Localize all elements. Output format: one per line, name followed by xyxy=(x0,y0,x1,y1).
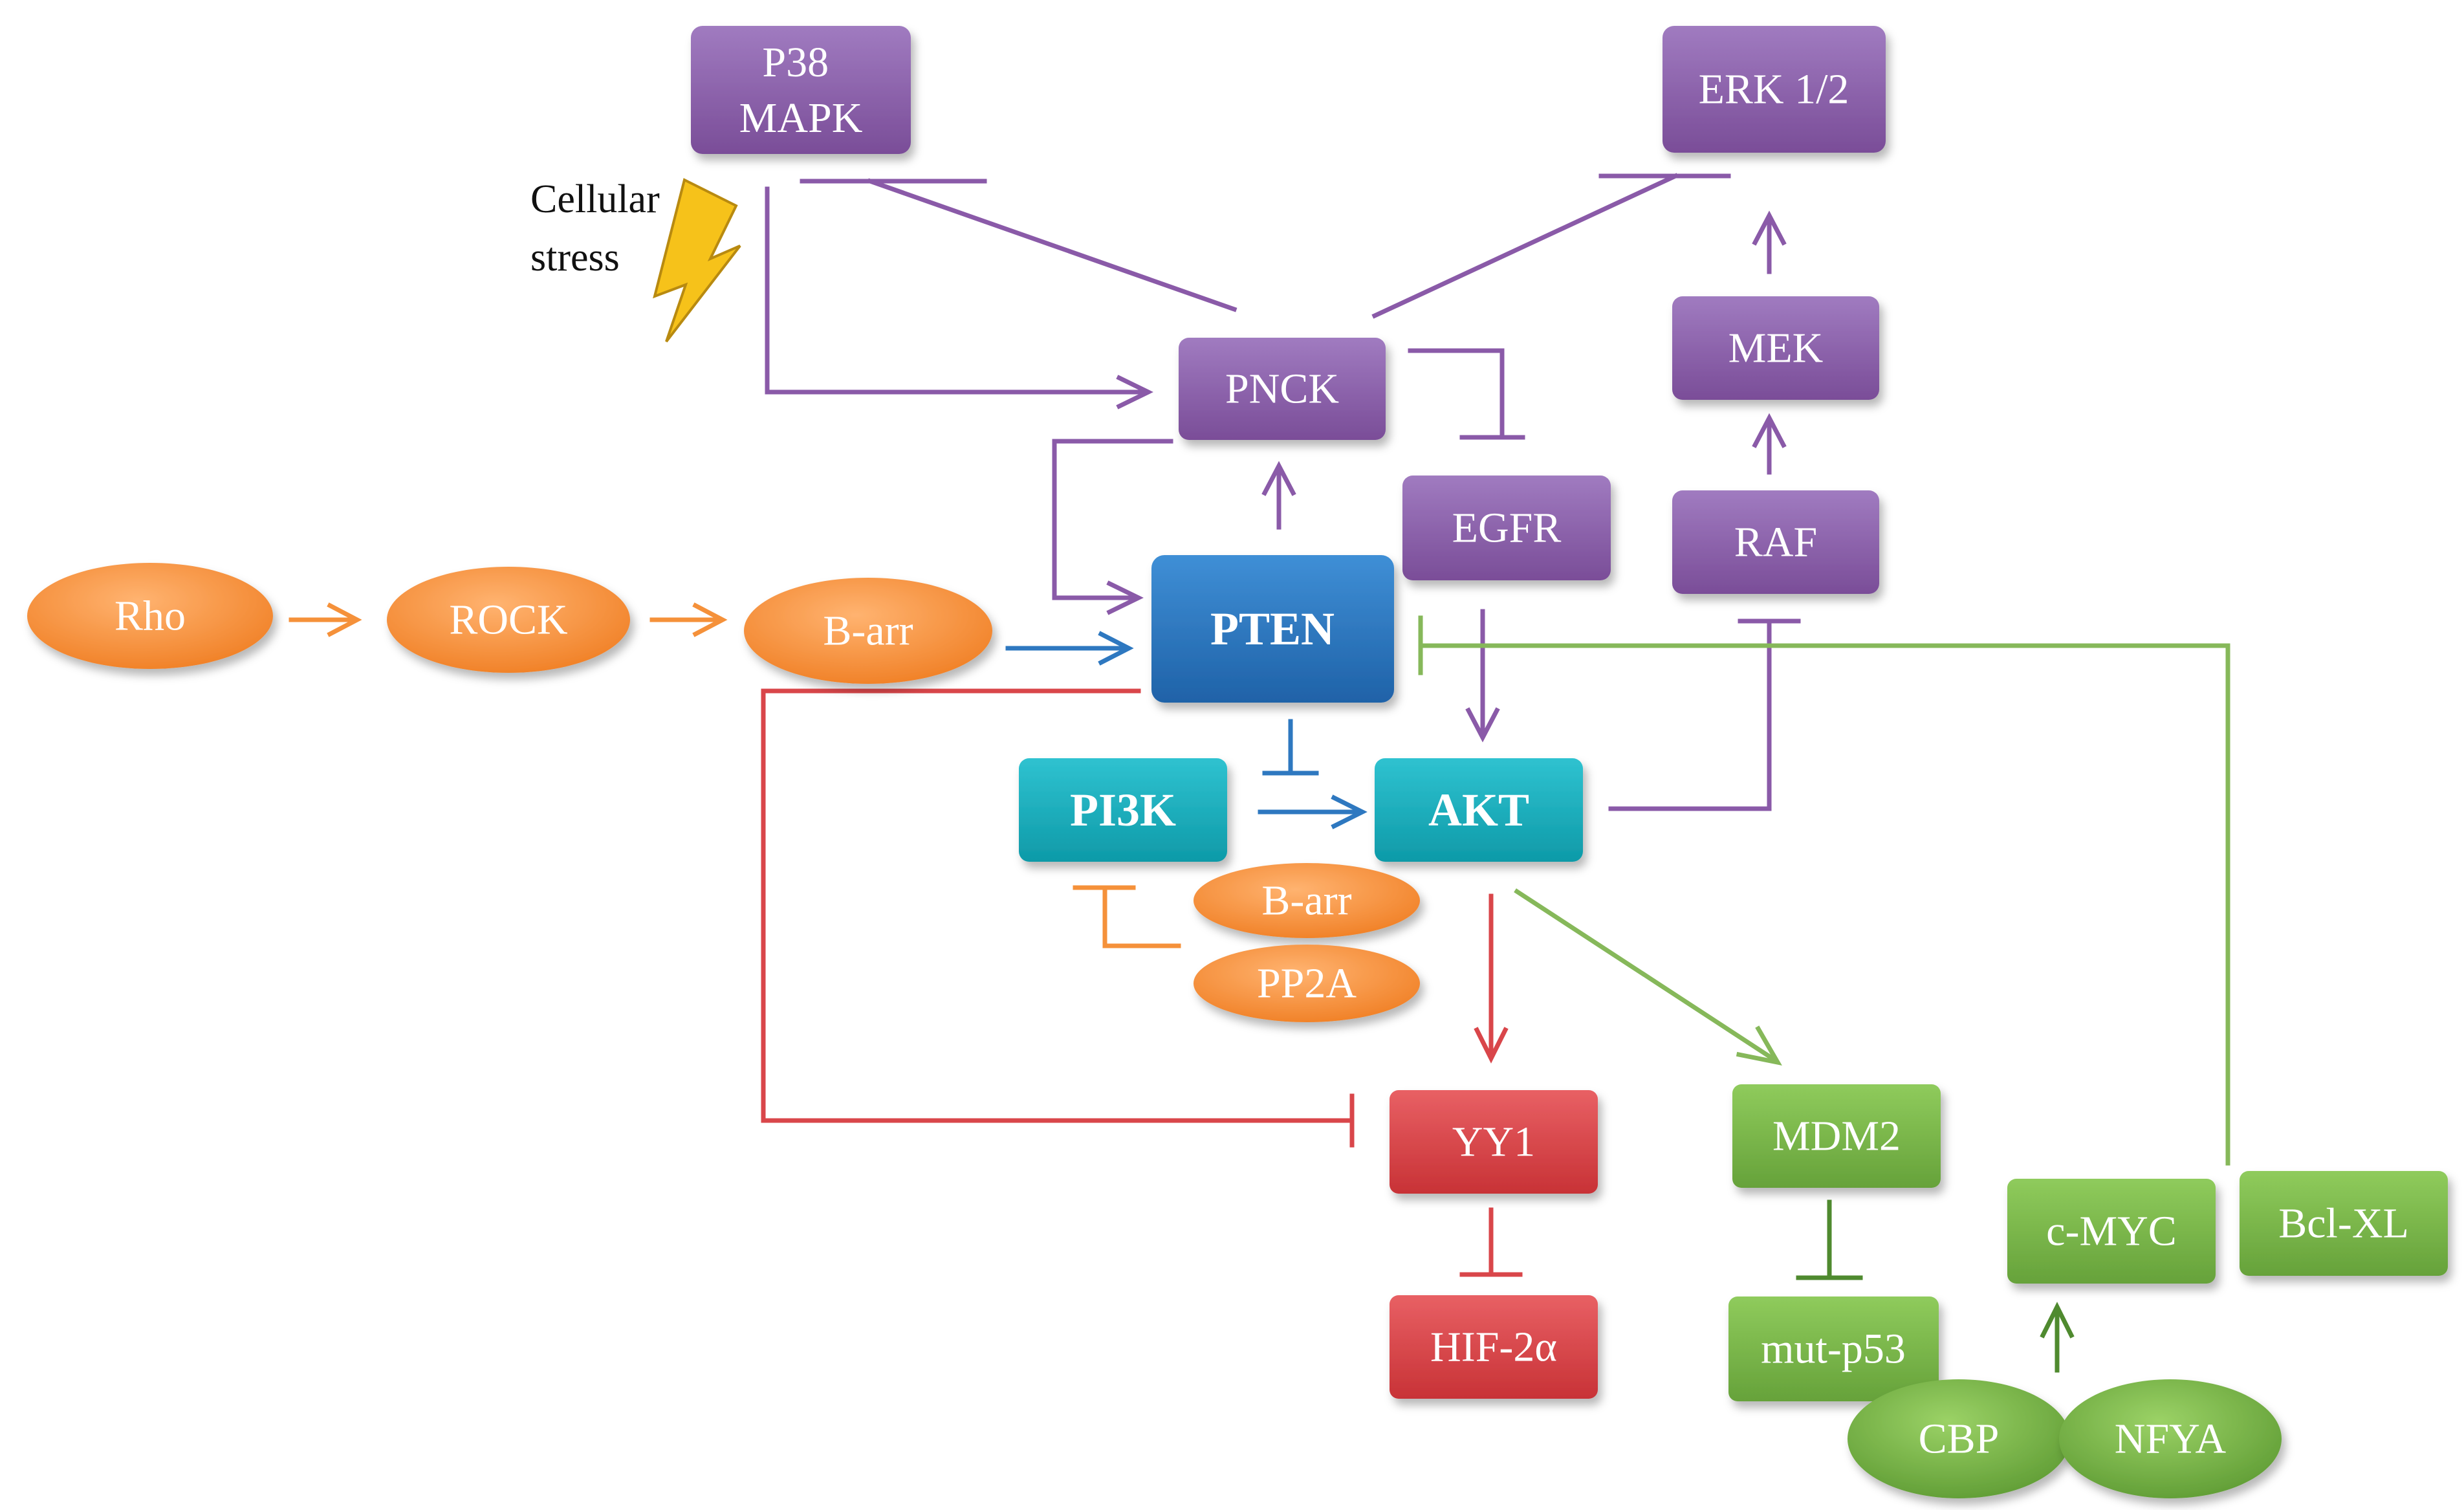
node-b-arr-small: B-arr xyxy=(1194,863,1420,938)
node-pp2a-label: PP2A xyxy=(1257,960,1357,1007)
node-rock-label: ROCK xyxy=(449,596,567,644)
p38-to-pnck-arrowhead xyxy=(1116,375,1153,410)
node-p38-line-2: MAPK xyxy=(739,94,863,142)
node-hif-2a: HIF-2α xyxy=(1390,1295,1598,1399)
node-p38-mapk: P38 MAPK xyxy=(691,26,911,154)
rock-to-barr-arrowhead xyxy=(692,602,728,637)
node-bcl-xl: Bcl-XL xyxy=(2240,1171,2448,1276)
node-erk: ERK 1/2 xyxy=(1663,26,1886,153)
pten-to-pnck-arrowhead xyxy=(1261,461,1296,496)
node-erk-label: ERK 1/2 xyxy=(1699,66,1849,113)
node-raf-label: RAF xyxy=(1734,519,1817,566)
node-mek: MEK xyxy=(1672,296,1879,400)
akt-to-yy1-arrowhead xyxy=(1474,1027,1509,1064)
node-cbp: CBP xyxy=(1848,1379,2070,1498)
node-mek-label: MEK xyxy=(1728,325,1824,372)
node-mdm2: MDM2 xyxy=(1732,1084,1941,1188)
node-p38-line-1: P38 xyxy=(762,39,829,86)
node-pten: PTEN xyxy=(1151,555,1394,703)
p38-to-pnck-arrow xyxy=(765,186,1148,395)
node-pi3k: PI3K xyxy=(1019,758,1227,862)
node-cbp-label: CBP xyxy=(1919,1416,2000,1463)
cellular-stress-line-1: Cellular xyxy=(530,177,660,221)
node-mdm2-label: MDM2 xyxy=(1772,1113,1901,1160)
node-yy1-label: YY1 xyxy=(1452,1119,1535,1166)
node-nfya: NFYA xyxy=(2059,1379,2282,1498)
node-yy1: YY1 xyxy=(1390,1090,1598,1194)
barr-pp2a-inhibits-pi3k xyxy=(1102,885,1181,948)
node-b-arr-small-label: B-arr xyxy=(1261,877,1351,925)
lightning-bolt-icon xyxy=(653,178,741,343)
node-c-myc-label: c-MYC xyxy=(2046,1208,2177,1255)
pi3k-to-akt-arrowhead xyxy=(1331,794,1368,829)
mek-to-erk-arrowhead xyxy=(1752,210,1787,246)
node-bcl-xl-label: Bcl-XL xyxy=(2278,1200,2409,1247)
pnck-inhibits-p38 xyxy=(867,178,1237,312)
akt-to-mdm2-arrow xyxy=(1514,888,1776,1062)
node-c-myc: c-MYC xyxy=(2007,1179,2216,1284)
node-rho-label: Rho xyxy=(114,593,186,640)
node-rock: ROCK xyxy=(387,567,630,673)
akt-inhibits-raf xyxy=(1608,618,1772,811)
node-akt: AKT xyxy=(1375,758,1583,862)
node-mut-p53-label: mut-p53 xyxy=(1761,1326,1906,1373)
cbp-nfya-to-cmyc-arrowhead xyxy=(2040,1302,2075,1339)
raf-to-mek-arrowhead xyxy=(1752,413,1787,448)
node-nfya-label: NFYA xyxy=(2115,1416,2227,1463)
barr-to-pten-arrowhead xyxy=(1098,631,1134,666)
node-p38-mapk-label: P38 MAPK xyxy=(739,39,863,142)
node-rho: Rho xyxy=(27,563,273,669)
node-hif-2a-label: HIF-2α xyxy=(1430,1324,1557,1371)
pnck-to-pten-arrowhead xyxy=(1106,580,1144,615)
node-pnck-label: PNCK xyxy=(1225,366,1339,413)
node-pp2a: PP2A xyxy=(1194,945,1420,1022)
cellular-stress-label: Cellular stress xyxy=(530,177,670,279)
node-pnck: PNCK xyxy=(1179,338,1386,440)
node-pten-label: PTEN xyxy=(1210,603,1335,655)
node-pi3k-label: PI3K xyxy=(1070,784,1176,836)
node-b-arr-label: B-arr xyxy=(823,607,913,655)
node-mut-p53: mut-p53 xyxy=(1728,1297,1939,1401)
egfr-to-akt-arrowhead xyxy=(1465,707,1500,743)
pten-inhibits-yy1 xyxy=(761,688,1355,1123)
node-raf: RAF xyxy=(1672,490,1879,594)
pnck-inhibits-egfr xyxy=(1408,348,1505,440)
cmyc-inhibits-pten xyxy=(1418,643,2230,1166)
connectors xyxy=(289,173,2230,1373)
akt-to-mdm2-arrowhead xyxy=(1736,1025,1782,1066)
node-egfr-label: EGFR xyxy=(1452,505,1562,552)
rho-to-rock-arrowhead xyxy=(327,602,362,637)
node-egfr: EGFR xyxy=(1402,476,1611,580)
pnck-inhibits-erk xyxy=(1371,173,1679,319)
cellular-stress-line-2: stress xyxy=(530,235,620,279)
pnck-to-pten-arrow xyxy=(1052,439,1173,600)
node-akt-label: AKT xyxy=(1428,784,1529,836)
node-b-arr: B-arr xyxy=(744,578,992,684)
